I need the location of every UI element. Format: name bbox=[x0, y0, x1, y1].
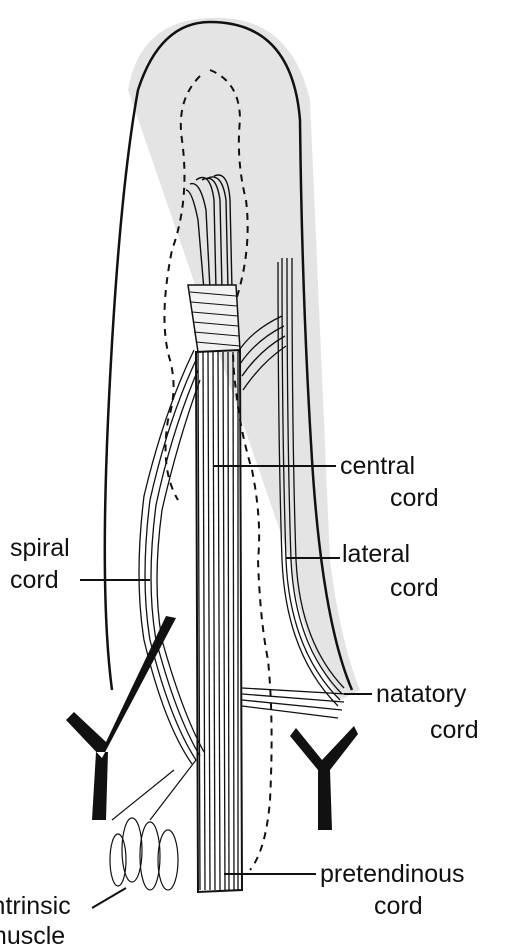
tendon-collar bbox=[188, 285, 240, 352]
intrinsic-muscle-label-line2: muscle bbox=[0, 922, 65, 950]
spiral-cord-label-line2: cord bbox=[10, 566, 59, 594]
lateral-cord-label-line2: cord bbox=[390, 574, 439, 602]
pretendinous-cord-label-line1: pretendinous bbox=[320, 860, 465, 888]
central-cord-label-line1: central bbox=[340, 452, 415, 480]
natatory-cord-label-line1: natatory bbox=[376, 680, 467, 708]
spiral-cord-label-line1: spiral bbox=[10, 534, 70, 562]
lateral-cord-label-line1: lateral bbox=[342, 540, 410, 568]
natatory-cord-label-line2: cord bbox=[430, 716, 479, 744]
pretendinous-cord-label-line2: cord bbox=[374, 892, 423, 920]
central-cord-label-line2: cord bbox=[390, 484, 439, 512]
intrinsic-muscle-label-line1: intrinsic bbox=[0, 892, 71, 920]
